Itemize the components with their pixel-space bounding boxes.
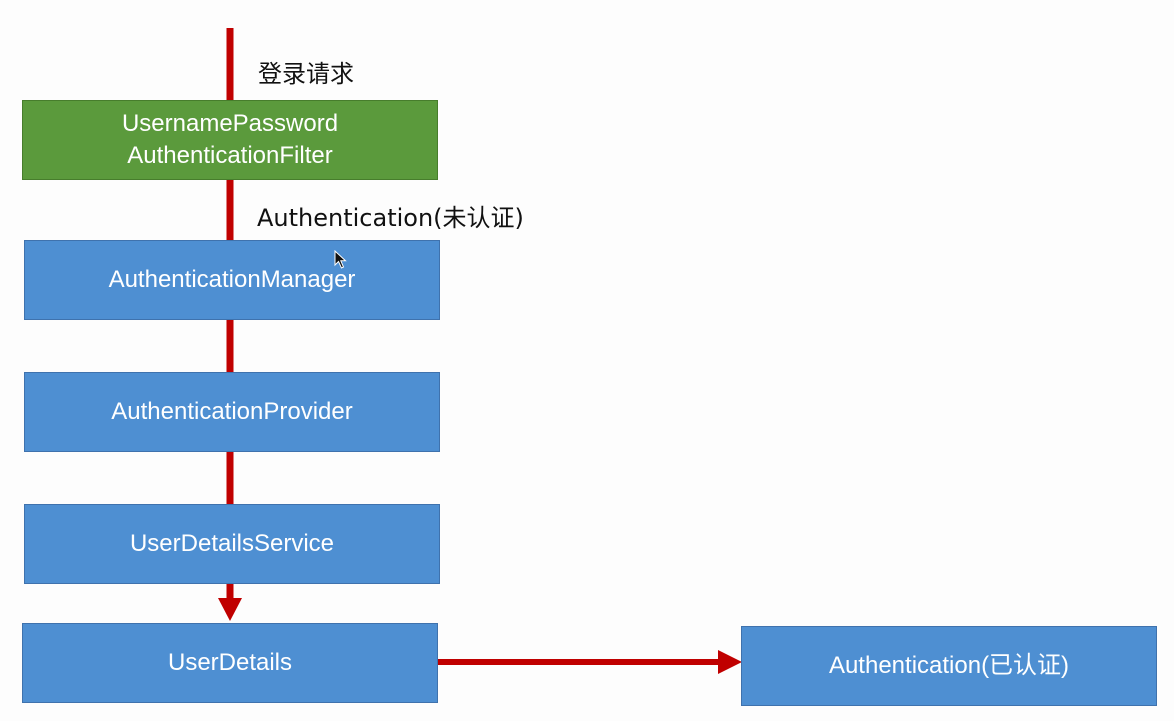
authentication-manager-box: AuthenticationManager — [24, 240, 440, 320]
down-arrowhead — [218, 598, 242, 621]
details-label: UserDetails — [167, 648, 293, 676]
service-label: UserDetailsService — [129, 529, 335, 557]
username-password-filter-box: UsernamePassword AuthenticationFilter — [22, 100, 438, 180]
user-details-service-box: UserDetailsService — [24, 504, 440, 584]
provider-label: AuthenticationProvider — [111, 397, 353, 425]
filter-label: UsernamePassword AuthenticationFilter — [121, 109, 339, 169]
unauthenticated-label: Authentication(未认证) — [257, 204, 524, 232]
login-request-label: 登录请求 — [258, 60, 354, 88]
authenticated-label: Authentication(已认证) — [828, 651, 1070, 679]
authentication-provider-box: AuthenticationProvider — [24, 372, 440, 452]
mouse-pointer-icon — [334, 250, 347, 269]
manager-label: AuthenticationManager — [108, 265, 356, 293]
right-arrowhead — [718, 650, 742, 674]
authenticated-box: Authentication(已认证) — [741, 626, 1157, 706]
user-details-box: UserDetails — [22, 623, 438, 703]
